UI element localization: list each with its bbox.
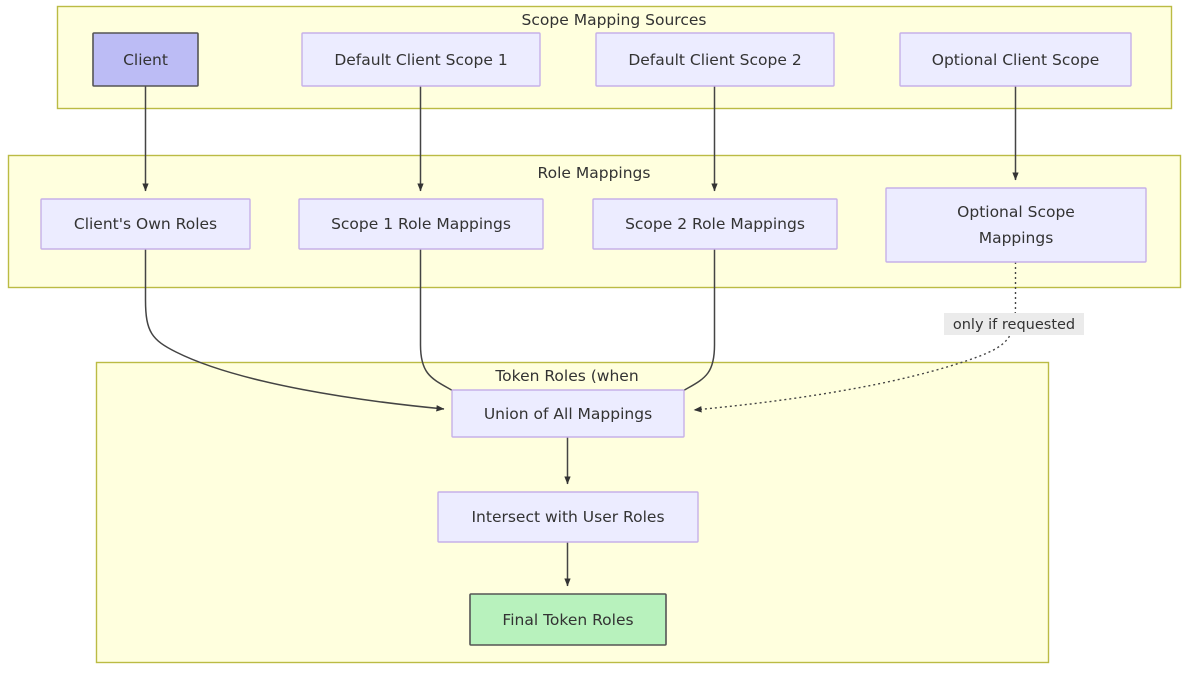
edge-scope-1-role-mappings-to-union [419,249,463,397]
node-default-client-scope-1-label: Default Client Scope 1 [334,51,507,69]
edge-label-only-if-requested-bg [944,313,1084,335]
node-intersect-with-user-roles-label: Intersect with User Roles [471,508,664,526]
node-default-client-scope-1[interactable]: Default Client Scope 1 [301,32,541,87]
node-default-client-scope-1-rect[interactable] [301,32,541,87]
node-intersect-with-user-roles-rect[interactable] [437,491,699,543]
node-scope-2-role-mappings[interactable]: Scope 2 Role Mappings [592,198,838,250]
node-optional-scope-mappings-label-line-2: Mappings [979,229,1054,247]
node-optional-client-scope-label: Optional Client Scope [932,51,1099,69]
node-optional-scope-mappings-label-line-1: Optional Scope [957,203,1075,221]
cluster-token-roles-label: Token Roles (when [494,367,638,385]
node-optional-client-scope[interactable]: Optional Client Scope [899,32,1132,87]
edge-optional-scope-mappings-to-union [693,262,1017,413]
node-clients-own-roles-rect[interactable] [40,198,251,250]
node-scope-1-role-mappings[interactable]: Scope 1 Role Mappings [298,198,544,250]
node-clients-own-roles[interactable]: Client's Own Roles [40,198,251,250]
node-client-rect[interactable] [92,32,199,87]
node-scope-2-role-mappings-rect[interactable] [592,198,838,250]
node-final-token-roles-rect[interactable] [469,593,667,646]
node-union-of-all-mappings[interactable]: Union of All Mappings [451,389,685,438]
node-intersect-with-user-roles[interactable]: Intersect with User Roles [437,491,699,543]
node-optional-scope-mappings[interactable]: Optional Scope Mappings [885,187,1147,263]
node-default-client-scope-2[interactable]: Default Client Scope 2 [595,32,835,87]
node-client-label: Client [123,51,168,69]
cluster-scope-mapping-sources-label: Scope Mapping Sources [522,11,707,29]
node-union-of-all-mappings-label: Union of All Mappings [484,405,652,423]
node-union-of-all-mappings-rect[interactable] [451,389,685,438]
edge-label-only-if-requested: only if requested [944,313,1084,335]
node-scope-1-role-mappings-label: Scope 1 Role Mappings [331,215,511,233]
edge-scope-2-role-mappings-to-union [673,249,716,397]
node-scope-2-role-mappings-label: Scope 2 Role Mappings [625,215,805,233]
node-final-token-roles-label: Final Token Roles [502,611,633,629]
cluster-role-mappings-label: Role Mappings [538,164,651,182]
node-default-client-scope-2-rect[interactable] [595,32,835,87]
edge-label-only-if-requested-text: only if requested [953,317,1075,333]
node-final-token-roles[interactable]: Final Token Roles [469,593,667,646]
edge-clients-own-roles-to-union [144,249,445,412]
node-scope-1-role-mappings-rect[interactable] [298,198,544,250]
node-default-client-scope-2-label: Default Client Scope 2 [628,51,801,69]
edges-layer [142,86,1019,587]
node-clients-own-roles-label: Client's Own Roles [74,215,217,233]
node-optional-client-scope-rect[interactable] [899,32,1132,87]
node-optional-scope-mappings-rect[interactable] [885,187,1147,263]
node-client[interactable]: Client [92,32,199,87]
